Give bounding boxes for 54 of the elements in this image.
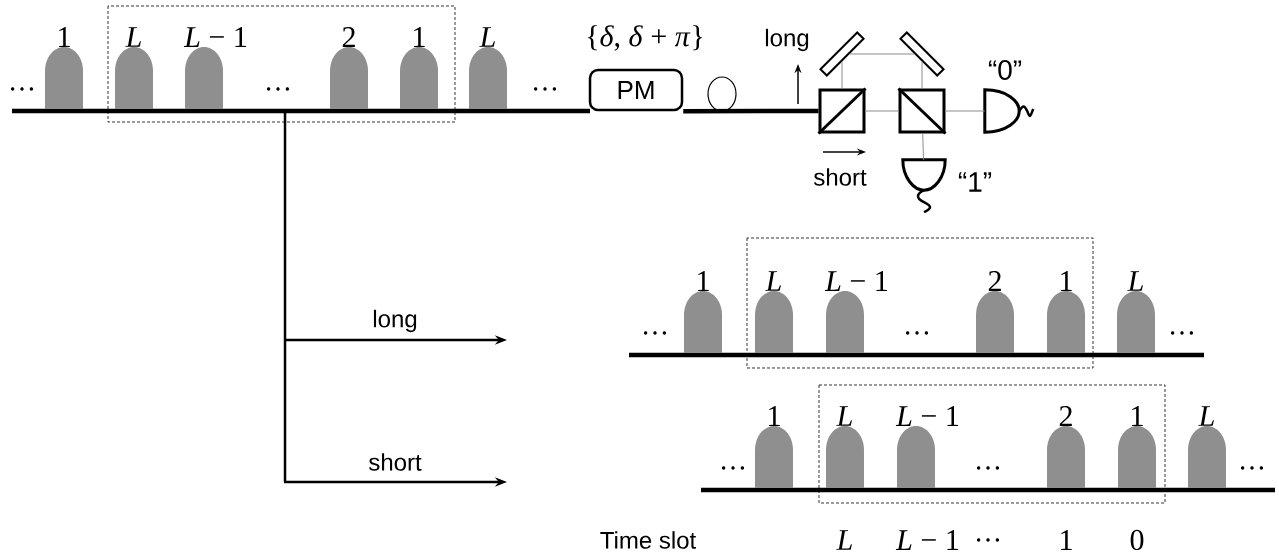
- pulse-label: 2: [342, 27, 355, 47]
- connector: [841, 61, 843, 89]
- path-label: short: [369, 453, 422, 471]
- connector: [921, 61, 923, 89]
- path-label: Time slot: [600, 531, 697, 549]
- path-label: long: [765, 28, 809, 52]
- detector-label: “1”: [958, 172, 992, 192]
- detector: [901, 158, 947, 214]
- pulse-label: 2: [988, 271, 1001, 291]
- ellipsis: …: [721, 466, 745, 470]
- ellipsis: …: [267, 87, 290, 91]
- ellipsis: …: [1170, 331, 1194, 335]
- pulse-label: L: [1127, 271, 1143, 291]
- ellipsis: …: [905, 331, 929, 335]
- pulse-label: L: [765, 271, 781, 291]
- ellipsis: …: [976, 466, 1000, 470]
- path-label: long: [373, 309, 417, 333]
- pulse-label: L − 1: [895, 406, 958, 426]
- pulse-label: 1: [414, 27, 425, 47]
- pulse-label: L: [836, 406, 852, 426]
- ellipsis: …: [643, 331, 667, 335]
- pulse-label: 1: [59, 27, 70, 47]
- detector: [983, 88, 1035, 134]
- ellipsis: …: [11, 87, 34, 91]
- connector: [683, 108, 819, 114]
- beam-splitter: [897, 87, 947, 135]
- path-label: short: [814, 168, 867, 186]
- connector: [945, 110, 986, 112]
- time-slot-number: L: [836, 530, 852, 550]
- time-slot-number: 0: [1130, 529, 1144, 551]
- pulse-label: L − 1: [824, 271, 887, 291]
- pulse-label: 1: [698, 271, 709, 291]
- pulse-label: L − 1: [183, 27, 246, 47]
- detector-label: “0”: [988, 60, 1022, 80]
- pulse-label: L: [125, 27, 141, 47]
- time-slot-number: L − 1: [895, 530, 958, 550]
- connector: [849, 53, 915, 55]
- pulse-label: 1: [1061, 271, 1072, 291]
- pulse-label: L: [479, 27, 495, 47]
- modulator-box: PM: [588, 68, 684, 112]
- phase-label: {δ, δ + π}: [587, 25, 703, 51]
- mirror: [819, 31, 865, 77]
- pulse-label: 2: [1059, 406, 1072, 426]
- ellipsis: …: [1240, 466, 1264, 470]
- beam-splitter: [817, 87, 867, 135]
- mirror: [899, 31, 945, 77]
- connector: [865, 110, 899, 112]
- pulse-label: 1: [769, 406, 780, 426]
- pulse-label: L: [1198, 406, 1214, 426]
- ellipsis: …: [976, 538, 1000, 542]
- pulse-label: 1: [1132, 406, 1143, 426]
- ellipsis: …: [533, 87, 557, 91]
- time-slot-number: 1: [1061, 530, 1072, 550]
- connector: [922, 133, 925, 161]
